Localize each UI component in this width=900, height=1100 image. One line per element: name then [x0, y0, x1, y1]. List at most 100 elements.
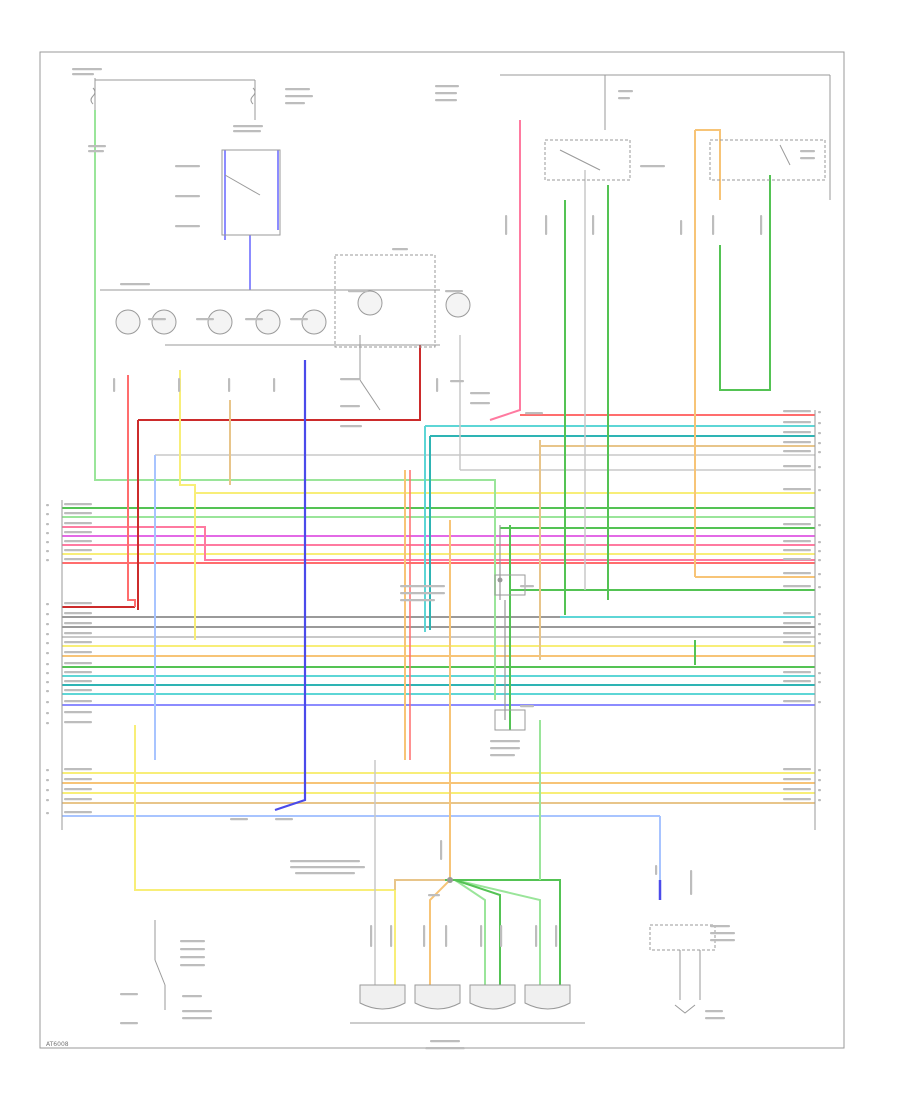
- pin-label-left: [64, 680, 92, 683]
- label-placeholder: [348, 290, 368, 293]
- wire-color-label: [390, 925, 393, 947]
- label-placeholder: [520, 705, 534, 708]
- wire-color-label: [423, 925, 426, 947]
- pin-number-left: [46, 652, 49, 655]
- label-placeholder: [800, 157, 815, 160]
- pin-label-right: [783, 641, 811, 644]
- label-placeholder: [710, 932, 735, 935]
- pin-label-right: [783, 431, 811, 434]
- wire-layer: [62, 110, 815, 990]
- pin-number-right: [818, 633, 821, 636]
- pin-number-right: [818, 701, 821, 704]
- label-placeholder: [400, 592, 445, 595]
- pin-number-right: [818, 432, 821, 435]
- label-placeholder: [120, 1022, 138, 1025]
- vertical-wire: [138, 345, 421, 421]
- pin-label-right: [783, 585, 811, 588]
- relay-box: [544, 139, 631, 181]
- ignition-module: [221, 149, 281, 236]
- label-placeholder: [285, 88, 310, 91]
- label-placeholder: [445, 290, 463, 293]
- label-placeholder: [120, 993, 138, 996]
- pin-number-right: [818, 442, 821, 445]
- pin-number-left: [46, 690, 49, 693]
- pin-label-right: [783, 523, 811, 526]
- label-placeholder: [182, 1010, 212, 1013]
- pin-number-right: [818, 411, 821, 414]
- wire-color-label: [113, 378, 116, 392]
- pin-label-right: [783, 700, 811, 703]
- gauge-circle: [151, 309, 177, 335]
- label-placeholder: [490, 740, 520, 743]
- label-placeholder: [182, 995, 202, 998]
- diagram-code: AT6008: [46, 1041, 69, 1048]
- label-placeholder: [233, 130, 261, 133]
- label-placeholder: [425, 1047, 465, 1050]
- wire-color-label: [480, 925, 483, 947]
- pin-label-left: [64, 700, 92, 703]
- wire-color-label: [440, 840, 443, 860]
- pin-number-right: [818, 559, 821, 562]
- pin-number-left: [46, 769, 49, 772]
- vertical-wire: [394, 879, 445, 890]
- pin-label-right: [783, 421, 811, 424]
- label-placeholder: [470, 402, 490, 405]
- pin-label-left: [64, 798, 92, 801]
- wire-color-label: [535, 925, 538, 947]
- pin-label-right: [783, 488, 811, 491]
- vertical-wire: [454, 879, 501, 990]
- pin-number-left: [46, 672, 49, 675]
- wire-color-label: [370, 925, 373, 947]
- label-placeholder: [290, 860, 360, 863]
- vertical-wire: [489, 120, 521, 421]
- label-placeholder: [175, 195, 200, 198]
- pin-label-left: [64, 641, 92, 644]
- label-placeholder: [710, 939, 735, 942]
- wire-color-label: [690, 870, 693, 895]
- pin-number-left: [46, 779, 49, 782]
- label-placeholder: [88, 150, 104, 153]
- label-placeholder: [470, 392, 490, 395]
- gauge-circle: [115, 309, 141, 335]
- wire-color-label: [760, 215, 763, 235]
- pin-number-left: [46, 623, 49, 626]
- vertical-wire: [179, 370, 196, 640]
- pin-label-right: [783, 410, 811, 413]
- label-placeholder: [230, 818, 248, 821]
- wire-color-label: [712, 215, 715, 235]
- vertical-wire: [429, 520, 451, 990]
- label-placeholder: [710, 925, 730, 928]
- pin-label-left: [64, 622, 92, 625]
- label-placeholder: [430, 1040, 460, 1043]
- pin-label-right: [783, 788, 811, 791]
- gauge-circle: [301, 309, 327, 335]
- label-placeholder: [233, 125, 263, 128]
- label-placeholder: [490, 754, 515, 757]
- label-placeholder: [196, 318, 214, 321]
- pin-number-right: [818, 573, 821, 576]
- label-placeholder: [88, 145, 106, 148]
- pin-number-left: [46, 663, 49, 666]
- pin-label-right: [783, 768, 811, 771]
- label-placeholder: [435, 85, 459, 88]
- pin-number-left: [46, 532, 49, 535]
- pin-label-left: [64, 778, 92, 781]
- pin-label-left: [64, 662, 92, 665]
- label-placeholder: [490, 747, 520, 750]
- pin-number-right: [818, 451, 821, 454]
- vertical-wire: [695, 129, 721, 200]
- label-placeholder: [148, 318, 166, 321]
- label-placeholder: [72, 73, 94, 76]
- label-placeholder: [180, 964, 205, 967]
- relay-contact: [779, 144, 791, 166]
- label-placeholder: [618, 90, 633, 93]
- label-placeholder: [180, 948, 205, 951]
- pin-label-right: [783, 798, 811, 801]
- pin-label-left: [64, 768, 92, 771]
- wire-color-label: [445, 925, 448, 947]
- pin-number-left: [46, 701, 49, 704]
- fuel-pump-module: [649, 924, 716, 951]
- pin-number-right: [818, 672, 821, 675]
- label-placeholder: [72, 68, 102, 71]
- fuse-icon: [250, 87, 256, 105]
